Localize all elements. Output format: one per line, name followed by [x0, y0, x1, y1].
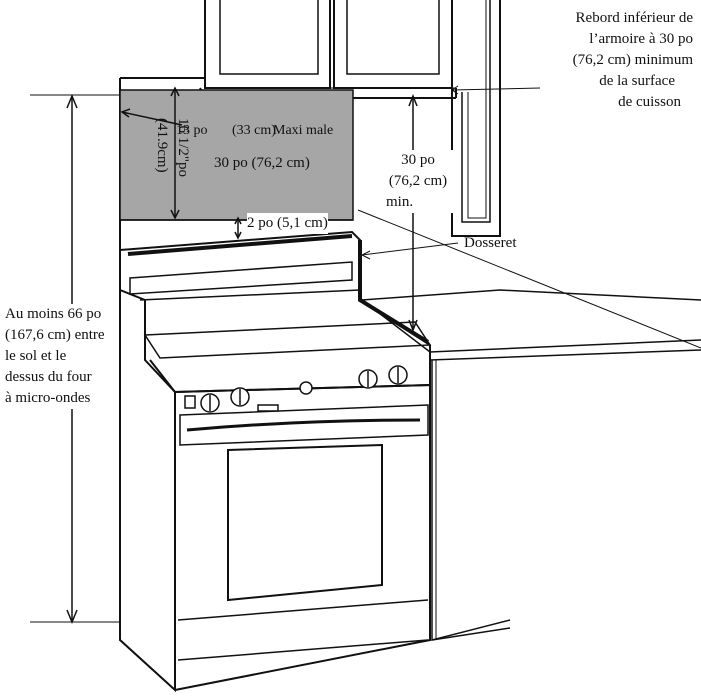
- cabinet-clearance-note: Rebord inférieur de l’armoire à 30 po (7…: [518, 8, 693, 113]
- note-line: (76,2 cm) minimum: [572, 52, 693, 68]
- width-30-label: 30 po (76,2 cm): [214, 155, 310, 171]
- range-knobs: [184, 365, 408, 413]
- floor-note-line: dessus du four: [5, 369, 92, 385]
- max-label: Maxi male: [273, 123, 334, 138]
- upper-cabinets: [199, 0, 457, 99]
- countertop: [361, 289, 701, 641]
- height-label-line: (41.9cm): [154, 118, 170, 173]
- gap-2-label: 2 po (5,1 cm): [247, 213, 328, 234]
- clearance-line: min.: [386, 194, 414, 210]
- note-line: de la surface: [599, 73, 675, 89]
- backsplash-label: Dosseret: [464, 235, 517, 251]
- note-line: l’armoire à 30 po: [589, 31, 693, 47]
- depth-33-label: (33 cm): [232, 123, 276, 138]
- range: [119, 230, 432, 693]
- clearance-line: 30 po: [401, 152, 435, 168]
- note-line: de cuisson: [618, 94, 681, 110]
- depth-13-label: 13 po: [176, 123, 208, 138]
- microwave-zone: [119, 89, 354, 221]
- clearance-30-label: 30 po (76,2 cm) min.: [383, 150, 453, 213]
- depth-arrow: [121, 111, 183, 126]
- floor-note-line: le sol et le: [5, 348, 67, 364]
- floor-height-note: Au moins 66 po (167,6 cm) entre le sol e…: [5, 304, 105, 409]
- clearance-line: (76,2 cm): [388, 173, 448, 189]
- side-cabinet: [451, 0, 501, 237]
- note-line: Rebord inférieur de: [575, 10, 693, 26]
- floor-note-line: à micro-ondes: [5, 390, 91, 406]
- floor-note-line: Au moins 66 po: [5, 306, 102, 322]
- floor-note-line: (167,6 cm) entre: [5, 327, 105, 343]
